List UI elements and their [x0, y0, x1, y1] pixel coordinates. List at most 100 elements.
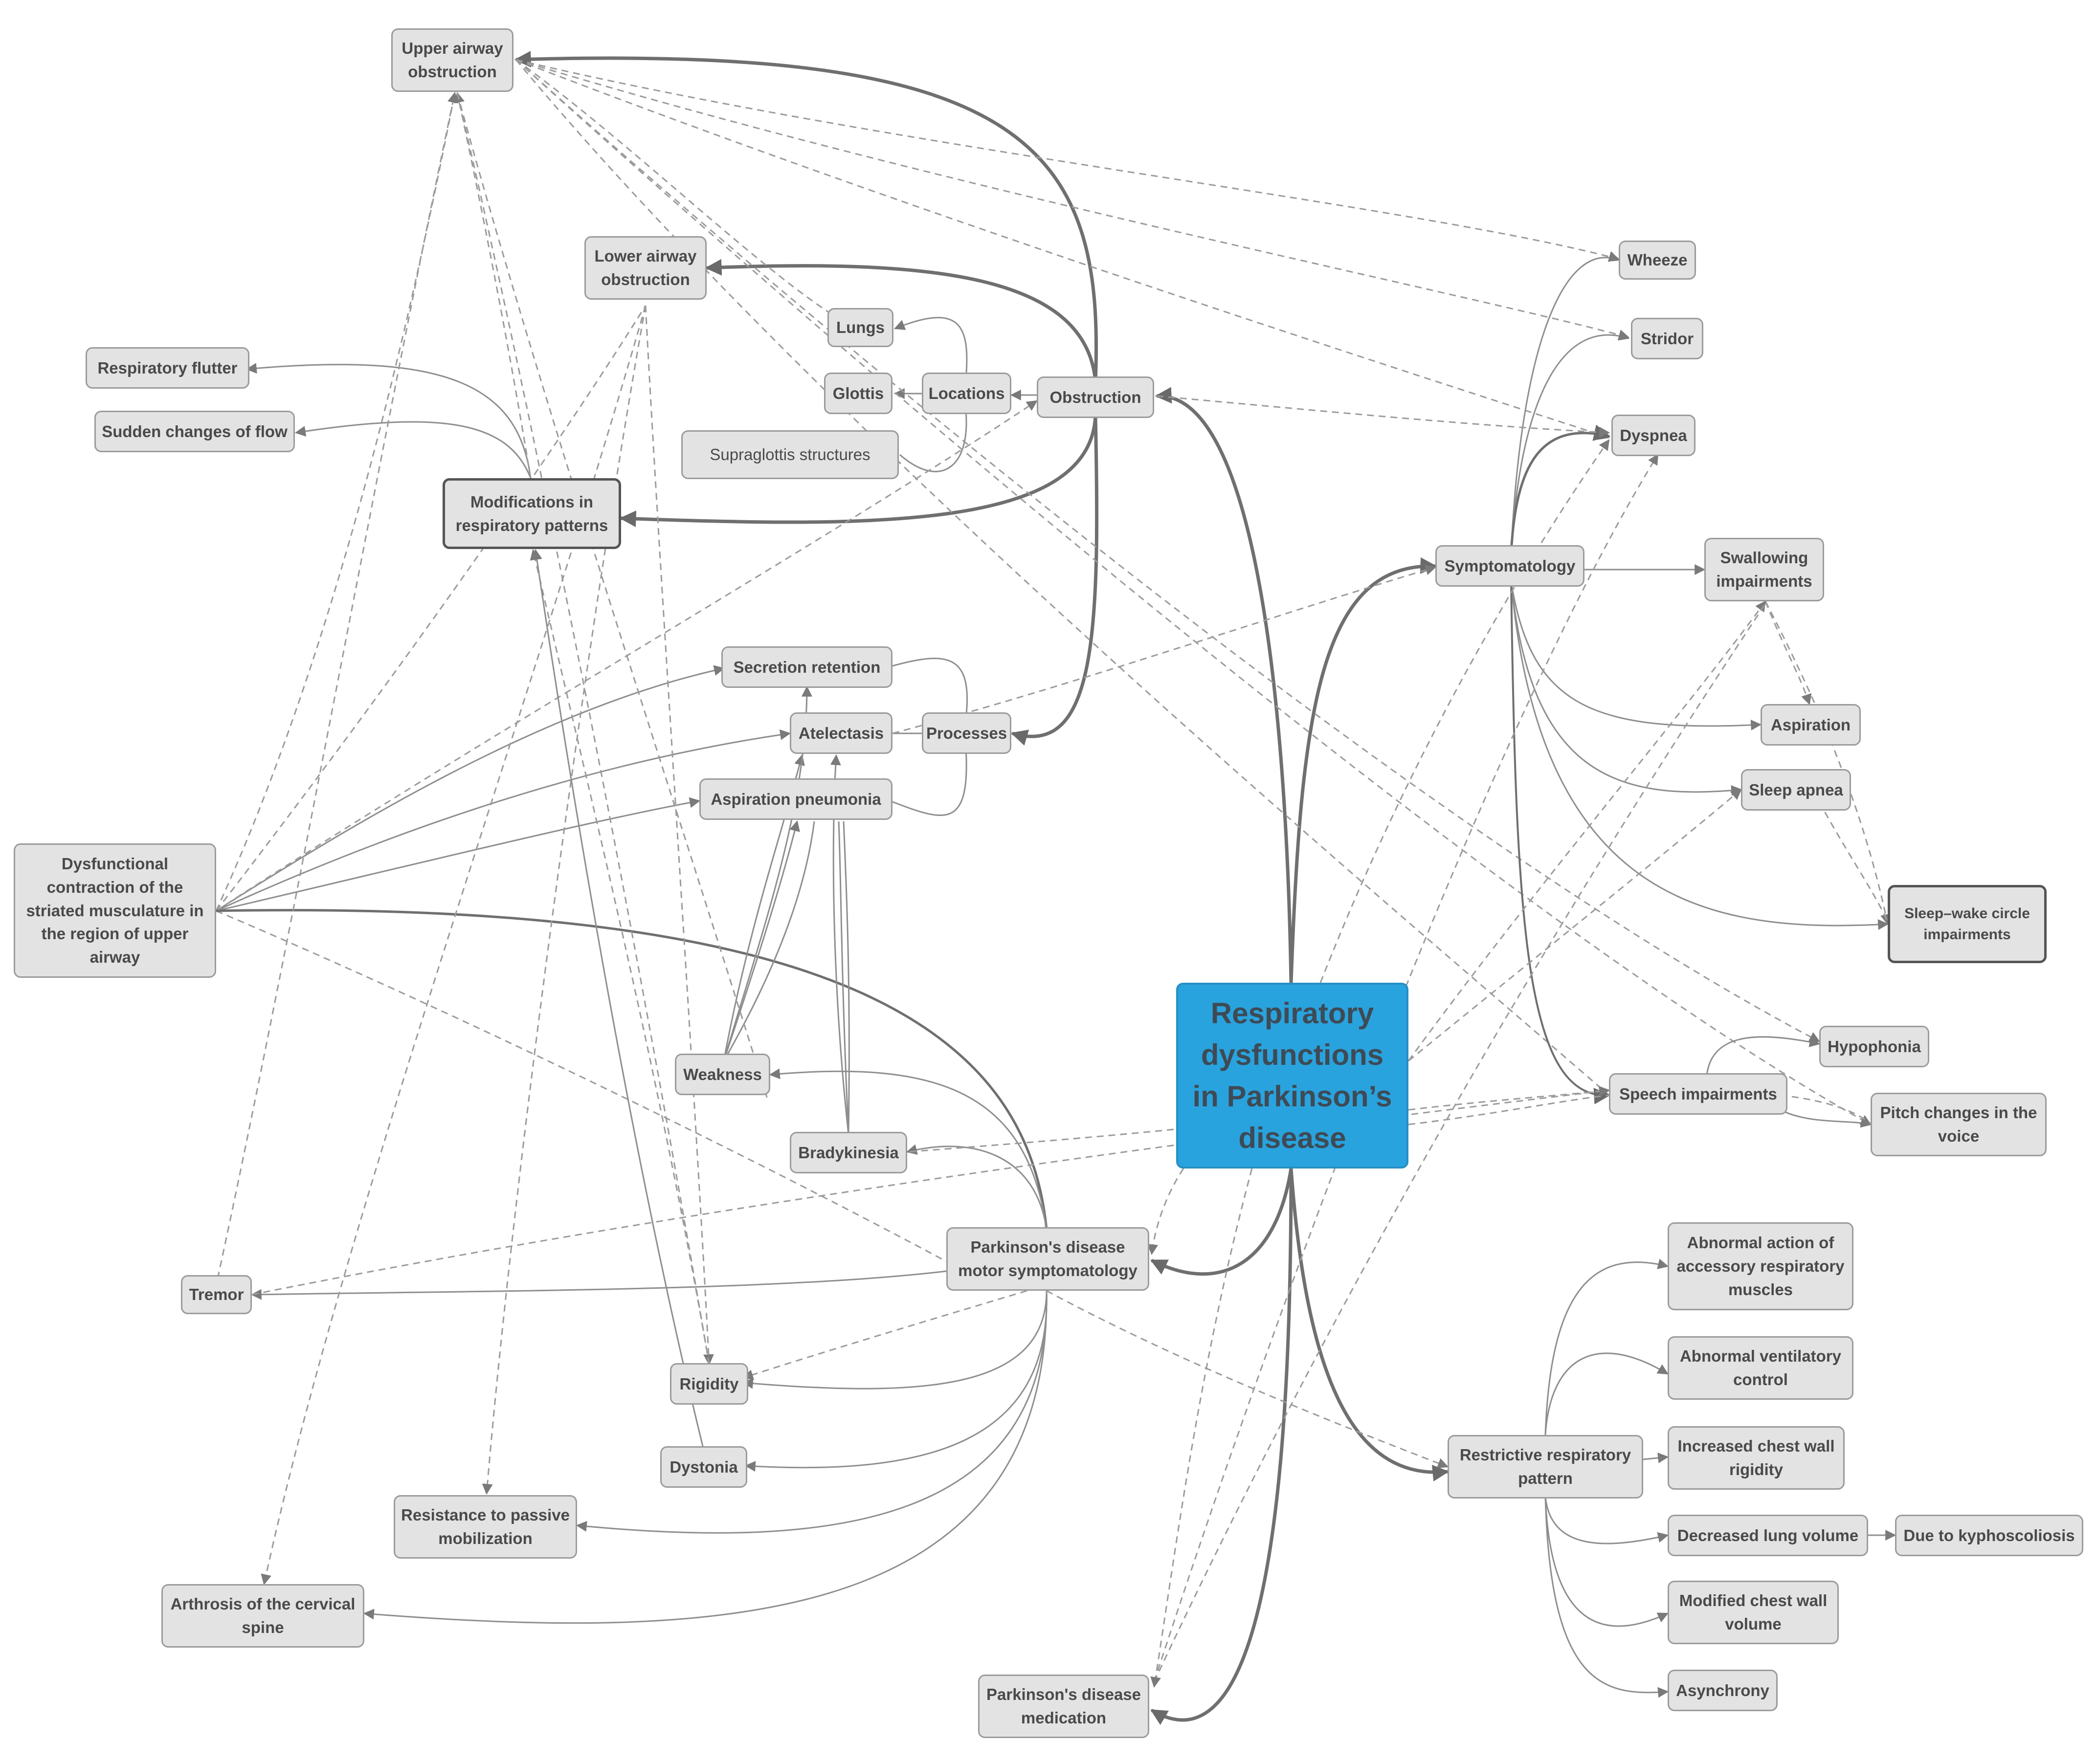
due-to-kyphoscoliosis-node[interactable]: Due to kyphoscoliosis	[1895, 1515, 2083, 1556]
edge-central-medication	[1150, 1168, 1293, 1725]
swallowing-impairments-node[interactable]: Swallowing impairments	[1704, 538, 1824, 601]
supraglottis-structures-node[interactable]: Supraglottis structures	[681, 430, 899, 479]
processes-node[interactable]: Processes	[922, 712, 1011, 754]
edge-central-speech2	[1408, 1094, 1609, 1125]
speech-impairments-node[interactable]: Speech impairments	[1609, 1073, 1787, 1115]
edge-swallow-aspiration	[1764, 601, 1812, 706]
edge-central-brady	[907, 1128, 1174, 1153]
decreased-lung-volume-node[interactable]: Decreased lung volume	[1668, 1515, 1868, 1556]
edge-pdmotor-arthrosis	[363, 1290, 1048, 1624]
abnormal-action-accessory-muscles-node[interactable]: Abnormal action of accessory respiratory…	[1668, 1222, 1853, 1310]
edge-central-swallowing	[1407, 600, 1766, 1061]
edge-tremor-upper	[217, 91, 458, 1279]
edge-mod-upper	[454, 91, 532, 479]
edge-pdmotor-tremor	[250, 1270, 947, 1300]
aspiration-pneumonia-node[interactable]: Aspiration pneumonia	[699, 778, 892, 820]
edge-upper-rigidity	[456, 92, 710, 1365]
edge-res-abnormal-action	[1544, 1258, 1669, 1435]
edge-res-modified	[1544, 1496, 1669, 1627]
sudden-changes-of-flow-node[interactable]: Sudden changes of flow	[94, 411, 295, 452]
asynchrony-node[interactable]: Asynchrony	[1668, 1670, 1778, 1711]
dysfunctional-contraction-node[interactable]: Dysfunctional contraction of the striate…	[14, 843, 216, 978]
edge-central-symptomatology-d	[892, 565, 1437, 734]
resistance-to-passive-mobilization-node[interactable]: Resistance to passive mobilization	[394, 1495, 577, 1559]
edge-upper-lungs	[515, 59, 842, 321]
edge-mod-sudden	[294, 421, 532, 479]
central-topic-node[interactable]: Respiratory dysfunctions in Parkinson’s …	[1176, 983, 1408, 1169]
aspiration-node[interactable]: Aspiration	[1761, 704, 1861, 746]
pd-medication-node[interactable]: Parkinson's disease medication	[978, 1675, 1149, 1738]
bradykinesia-node[interactable]: Bradykinesia	[790, 1132, 907, 1173]
edge-upper-hypophonia	[515, 59, 1820, 1042]
edge-rigidity-mod	[530, 549, 710, 1365]
edge-obstruction-upper	[514, 51, 1098, 382]
edge-central-sleepapnea	[1408, 789, 1742, 1062]
edge-pdmotor-rigidity	[742, 1290, 1048, 1389]
edge-upper-speech	[515, 59, 1609, 1096]
edge-sym-speech	[1510, 581, 1611, 1104]
edge-apnea-sleepwake	[1818, 801, 1889, 922]
edge-sym-stridor	[1510, 330, 1630, 553]
symptomatology-node[interactable]: Symptomatology	[1435, 545, 1584, 587]
edge-dys-secretion	[216, 665, 725, 912]
edge-obstruction-lower	[705, 259, 1097, 382]
sleep-apnea-node[interactable]: Sleep apnea	[1741, 769, 1851, 811]
wheeze-node[interactable]: Wheeze	[1619, 241, 1696, 280]
edge-central-pdmotor	[1150, 1168, 1293, 1276]
edge-dys-upper	[215, 91, 459, 911]
edge-obstruction-modifications	[619, 415, 1097, 528]
edge-medication-swallowing	[1153, 603, 1766, 1682]
respiratory-flutter-node[interactable]: Respiratory flutter	[86, 347, 249, 389]
edge-pdmotor-dys	[216, 909, 1048, 1230]
hypophonia-node[interactable]: Hypophonia	[1819, 1026, 1929, 1067]
edge-lower-resistance	[482, 305, 647, 1495]
edge-res-asynchrony	[1544, 1496, 1669, 1698]
edge-res-decreased	[1544, 1496, 1669, 1544]
edge-swallow-sleepwake	[1764, 601, 1891, 926]
edge-locations-lungs	[893, 317, 968, 379]
edge-pdmotor-restrictive	[1046, 1290, 1449, 1469]
glottis-node[interactable]: Glottis	[824, 373, 892, 414]
edge-weak-pneumonia	[723, 820, 800, 1061]
secretion-retention-node[interactable]: Secretion retention	[721, 646, 892, 688]
edge-dys-atelectasis	[216, 729, 791, 912]
pitch-changes-node[interactable]: Pitch changes in the voice	[1871, 1093, 2047, 1156]
rigidity-node[interactable]: Rigidity	[670, 1363, 748, 1405]
lower-airway-obstruction-node[interactable]: Lower airway obstruction	[584, 236, 707, 300]
arthrosis-of-cervical-spine-node[interactable]: Arthrosis of the cervical spine	[161, 1584, 364, 1648]
edge-locations-supraglottis	[899, 410, 967, 472]
dystonia-node[interactable]: Dystonia	[660, 1446, 747, 1488]
edge-dys-lower	[215, 305, 647, 911]
modified-chest-wall-volume-node[interactable]: Modified chest wall volume	[1668, 1581, 1839, 1644]
edge-sym-wheeze	[1510, 251, 1620, 553]
abnormal-ventilatory-control-node[interactable]: Abnormal ventilatory control	[1668, 1336, 1853, 1400]
edge-central-obstruction	[1155, 387, 1293, 983]
lungs-node[interactable]: Lungs	[827, 308, 893, 347]
edge-speech-hypophonia	[1706, 1036, 1821, 1076]
edge-central-pdmotor-d	[1147, 1168, 1184, 1256]
edge-central-symptomatology	[1289, 557, 1437, 983]
edge-pdmotor-weakness	[769, 1068, 1048, 1230]
pd-motor-symptomatology-node[interactable]: Parkinson's disease motor symptomatology	[946, 1227, 1149, 1291]
stridor-node[interactable]: Stridor	[1631, 318, 1703, 359]
atelectasis-node[interactable]: Atelectasis	[790, 712, 892, 754]
edge-lower-rigidity	[645, 305, 714, 1366]
edge-pdmotor-dystonia	[744, 1290, 1048, 1472]
weakness-node[interactable]: Weakness	[675, 1054, 770, 1095]
restrictive-respiratory-pattern-node[interactable]: Restrictive respiratory pattern	[1448, 1435, 1643, 1499]
edge-obstruction-processes	[1010, 415, 1099, 746]
edge-sym-aspiration	[1510, 581, 1762, 730]
tremor-node[interactable]: Tremor	[181, 1275, 252, 1314]
upper-airway-obstruction-node[interactable]: Upper airway obstruction	[391, 28, 513, 92]
edge-dystonia-mod	[532, 549, 705, 1453]
edge-pdmotor-brady	[906, 1144, 1048, 1230]
dyspnea-node[interactable]: Dyspnea	[1611, 415, 1695, 456]
modifications-in-respiratory-patterns-node[interactable]: Modifications in respiratory patterns	[443, 478, 621, 549]
edge-pdmotor-rigidity-d	[742, 1290, 1027, 1380]
obstruction-node[interactable]: Obstruction	[1037, 376, 1154, 418]
sleep-wake-circle-impairments-node[interactable]: Sleep–wake circle impairments	[1888, 885, 2047, 963]
locations-node[interactable]: Locations	[922, 373, 1011, 414]
increased-chest-wall-rigidity-node[interactable]: Increased chest wall rigidity	[1668, 1426, 1845, 1490]
edge-medication-dyspnea	[1153, 454, 1659, 1682]
